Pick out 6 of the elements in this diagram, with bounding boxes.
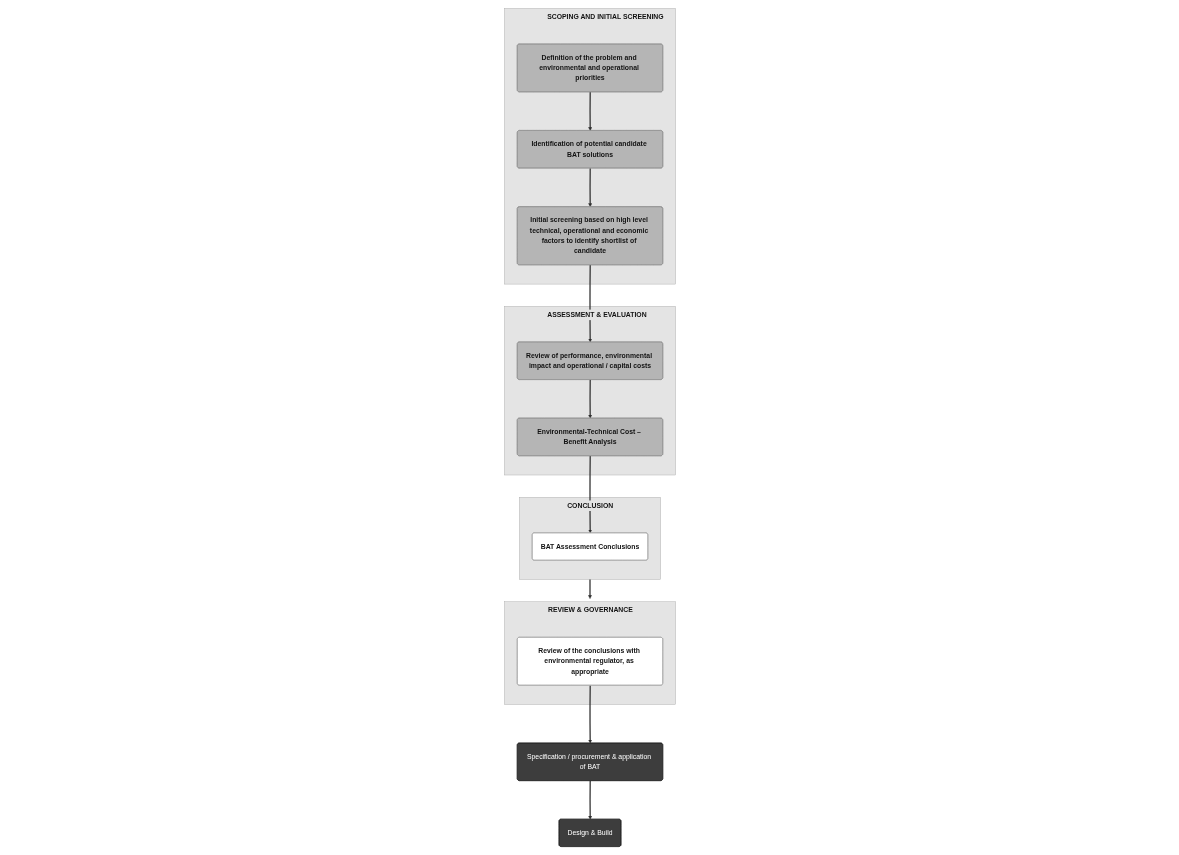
arrow	[587, 91, 592, 131]
arrow	[587, 578, 592, 599]
arrow	[587, 379, 592, 419]
arrow	[587, 684, 592, 744]
arrow	[587, 780, 592, 820]
arrow	[587, 167, 592, 207]
